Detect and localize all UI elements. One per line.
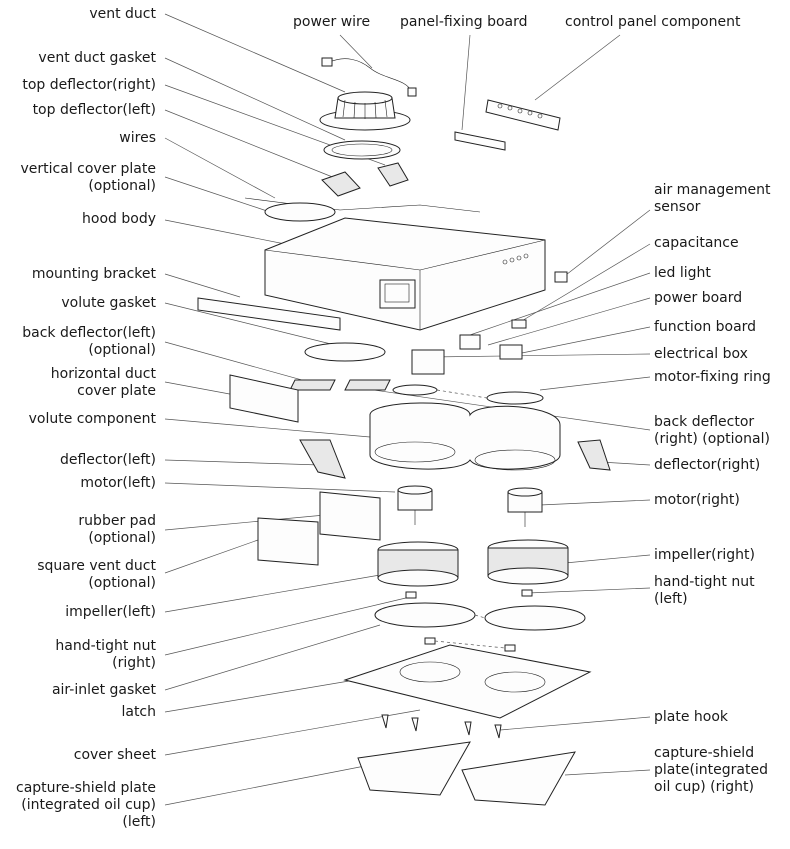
capture-shield-left-part [357, 741, 471, 796]
label-led-light: led light [654, 265, 711, 281]
label-vent-duct-gasket: vent duct gasket [38, 50, 156, 66]
label-capacitance: capacitance [654, 235, 739, 251]
vertical-cover-plate-part [264, 202, 336, 222]
back-deflector-right-part [344, 379, 391, 391]
top-deflector-right-part [377, 162, 409, 187]
hand-tight-nut-left-part [521, 589, 533, 597]
label-cover-sheet: cover sheet [73, 747, 156, 763]
impeller-left-part [377, 541, 459, 587]
leader-lines [164, 13, 651, 806]
label-back-deflector-right: back deflector(right) (optional) [654, 414, 770, 447]
latch-left-part [424, 637, 436, 645]
label-plate-hook: plate hook [654, 709, 729, 725]
back-deflector-left-part [289, 379, 336, 391]
mounting-bracket-part [197, 297, 341, 331]
label-power-wire: power wire [293, 14, 371, 30]
label-square-vent-duct: square vent duct(optional) [37, 558, 156, 591]
label-function-board: function board [654, 319, 757, 335]
label-deflector-right: deflector(right) [654, 457, 761, 473]
label-motor-left: motor(left) [80, 475, 156, 491]
label-power-board: power board [654, 290, 743, 306]
label-motor-fixing-ring: motor-fixing ring [654, 369, 771, 385]
label-deflector-left: deflector(left) [59, 452, 156, 468]
deflector-right-part [577, 439, 611, 471]
label-mounting-bracket: mounting bracket [31, 266, 156, 282]
panel-fixing-board-part [454, 131, 506, 151]
label-capture-shield-left: capture-shield plate(integrated oil cup)… [16, 780, 156, 830]
label-hood-body: hood body [82, 211, 156, 227]
label-motor-right: motor(right) [654, 492, 740, 508]
hand-tight-nut-right-part [405, 591, 417, 599]
horizontal-duct-cover-plate-part [229, 374, 299, 423]
volute-gasket-part [304, 342, 386, 362]
power-wire-part [321, 57, 417, 97]
motor-fixing-ring-left-part [392, 384, 438, 396]
label-volute-gasket: volute gasket [61, 295, 156, 311]
label-electrical-box: electrical box [654, 346, 748, 362]
electrical-box-part [411, 349, 445, 375]
cover-sheet-part [343, 644, 592, 719]
capture-shield-right-part [461, 751, 576, 806]
volute-component-part [369, 402, 561, 471]
label-vertical-cover-plate: vertical cover plate(optional) [20, 161, 156, 194]
label-impeller-right: impeller(right) [654, 547, 755, 563]
motor-left-part [397, 485, 433, 525]
plate-hook-part [381, 714, 502, 739]
air-inlet-gasket-left-part [374, 602, 476, 628]
label-hand-tight-nut-right: hand-tight nut(right) [55, 638, 156, 671]
capacitance-part [511, 319, 527, 329]
label-latch: latch [121, 704, 156, 720]
label-air-inlet-gasket: air-inlet gasket [51, 682, 156, 698]
square-vent-duct-part [257, 517, 319, 566]
motor-fixing-ring-right-part [486, 391, 544, 405]
function-board-part [499, 344, 523, 360]
top-deflector-left-part [321, 171, 361, 197]
label-impeller-left: impeller(left) [65, 604, 156, 620]
vent-duct-part [319, 91, 411, 131]
label-volute-component: volute component [28, 411, 156, 427]
hood-body-part [264, 217, 546, 331]
label-vent-duct: vent duct [89, 6, 156, 22]
label-top-deflector-left: top deflector(left) [32, 102, 156, 118]
label-back-deflector-left: back deflector(left)(optional) [22, 325, 156, 358]
air-inlet-gasket-right-part [484, 605, 586, 631]
label-hand-tight-nut-left: hand-tight nut(left) [654, 574, 755, 607]
label-panel-fixing-board: panel-fixing board [400, 14, 528, 30]
impeller-right-part [487, 539, 569, 585]
latch-right-part [504, 644, 516, 652]
control-panel-part [485, 99, 561, 131]
rubber-pad-part [319, 491, 381, 541]
label-wires: wires [119, 130, 156, 146]
label-rubber-pad: rubber pad(optional) [78, 513, 156, 546]
label-control-panel-component: control panel component [565, 14, 741, 30]
label-top-deflector-right: top deflector(right) [22, 77, 156, 93]
air-management-sensor-part [554, 271, 568, 283]
motor-right-part [507, 487, 543, 527]
deflector-left-part [299, 439, 346, 479]
power-board-part [459, 334, 481, 350]
